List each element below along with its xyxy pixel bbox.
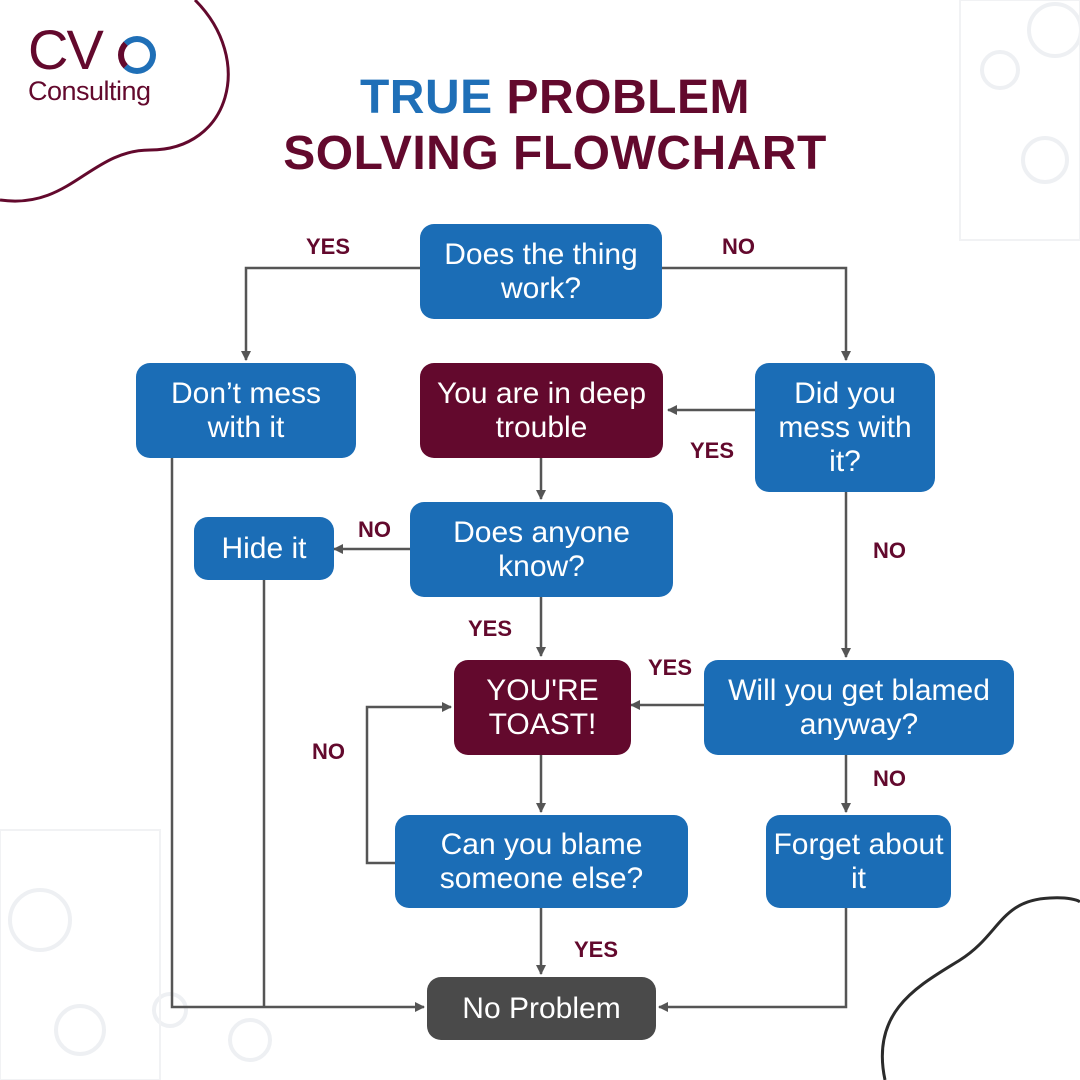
node-did-you-mess-with-it: Did you mess with it? bbox=[755, 363, 935, 492]
node-youre-toast: YOU'RE TOAST! bbox=[454, 660, 631, 755]
node-will-you-get-blamed: Will you get blamed anyway? bbox=[704, 660, 1014, 755]
node-forget-about-it: Forget about it bbox=[766, 815, 951, 908]
node-dont-mess-with-it: Don’t mess with it bbox=[136, 363, 356, 458]
edge-forget-to-no-problem bbox=[659, 908, 846, 1007]
label-blamed-yes: YES bbox=[648, 656, 692, 680]
label-blame-else-yes: YES bbox=[574, 938, 618, 962]
label-know-no: NO bbox=[358, 518, 391, 542]
node-no-problem: No Problem bbox=[427, 977, 656, 1040]
edge-works-yes bbox=[246, 268, 420, 360]
label-works-no: NO bbox=[722, 235, 755, 259]
label-works-yes: YES bbox=[306, 235, 350, 259]
label-blamed-no: NO bbox=[873, 767, 906, 791]
label-know-yes: YES bbox=[468, 617, 512, 641]
edge-works-no bbox=[662, 268, 846, 360]
node-can-you-blame-someone-else: Can you blame someone else? bbox=[395, 815, 688, 908]
label-mess-yes: YES bbox=[690, 439, 734, 463]
node-deep-trouble: You are in deep trouble bbox=[420, 363, 663, 458]
label-blame-else-no: NO bbox=[312, 740, 345, 764]
node-does-anyone-know: Does anyone know? bbox=[410, 502, 673, 597]
node-does-thing-work: Does the thing work? bbox=[420, 224, 662, 319]
node-hide-it: Hide it bbox=[194, 517, 334, 580]
label-mess-no: NO bbox=[873, 539, 906, 563]
